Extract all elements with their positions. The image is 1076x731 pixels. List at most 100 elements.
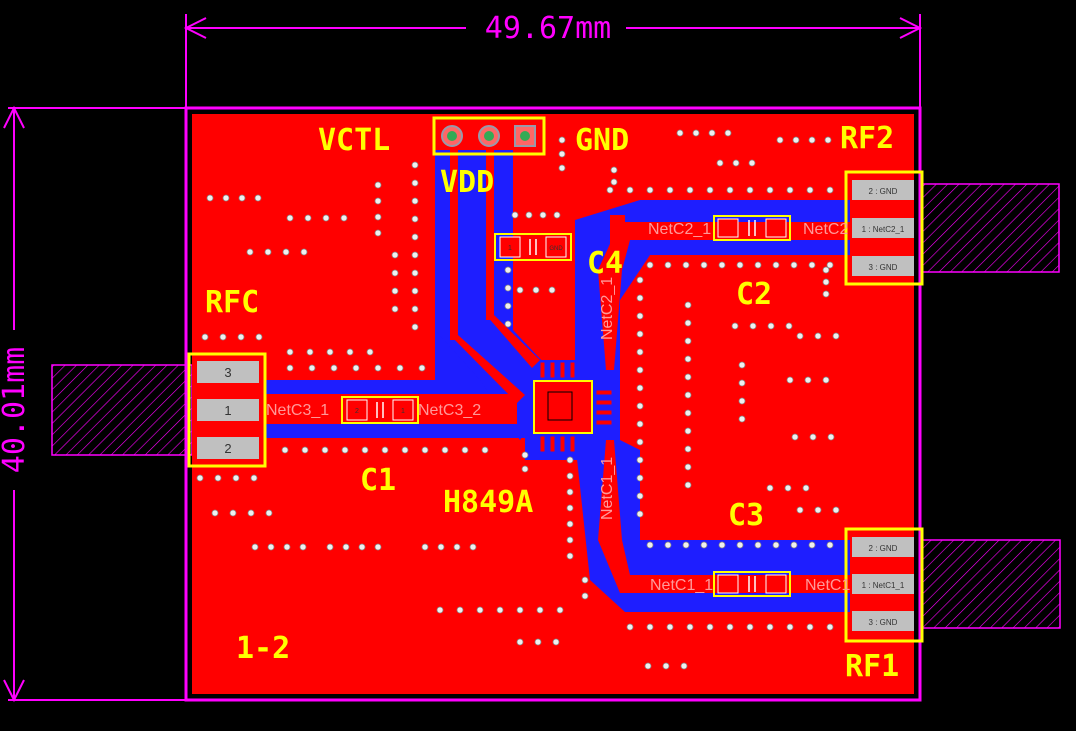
via (247, 509, 255, 517)
via (461, 446, 469, 454)
via (706, 186, 714, 194)
rf1-connector[interactable]: 2 : GND 1 : NetC1_1 3 : GND (844, 527, 924, 643)
via (738, 397, 746, 405)
via (306, 348, 314, 356)
via (469, 543, 477, 551)
via (832, 506, 840, 514)
via (700, 541, 708, 549)
via (636, 366, 644, 374)
via (548, 286, 556, 294)
via (566, 456, 574, 464)
via (504, 320, 512, 328)
rf2-pad-2: 2 : GND (869, 187, 898, 196)
via (521, 451, 529, 459)
via (553, 211, 561, 219)
via (381, 446, 389, 454)
via (496, 606, 504, 614)
via (700, 261, 708, 269)
via (791, 433, 799, 441)
via (286, 364, 294, 372)
via (437, 543, 445, 551)
via (281, 446, 289, 454)
cap-c1[interactable]: 2 1 (341, 396, 419, 424)
via (731, 322, 739, 330)
cap-c3[interactable] (713, 571, 791, 597)
ic-h849a[interactable] (533, 361, 613, 453)
via (391, 305, 399, 313)
via (736, 261, 744, 269)
via (822, 266, 830, 274)
rf1-connector-outline (919, 539, 1061, 629)
via (748, 159, 756, 167)
via (321, 446, 329, 454)
via (636, 420, 644, 428)
via (718, 261, 726, 269)
rf2-connector[interactable]: 2 : GND 1 : NetC2_1 3 : GND (844, 170, 924, 286)
silk-rf1: RF1 (845, 649, 899, 684)
via (686, 623, 694, 631)
via (283, 543, 291, 551)
via (754, 261, 762, 269)
via (232, 474, 240, 482)
via (832, 332, 840, 340)
via (796, 506, 804, 514)
silk-vdd: VDD (440, 165, 494, 200)
via (558, 150, 566, 158)
net-label-c1-2: NetC1 (805, 577, 850, 594)
via (684, 391, 692, 399)
via (358, 543, 366, 551)
via (361, 446, 369, 454)
via (536, 606, 544, 614)
c4-pad-right: GND (549, 246, 563, 252)
via (682, 261, 690, 269)
via (786, 623, 794, 631)
via (610, 166, 618, 174)
via (636, 402, 644, 410)
via (808, 261, 816, 269)
via (391, 287, 399, 295)
via (581, 576, 589, 584)
via (504, 284, 512, 292)
via (824, 136, 832, 144)
via (646, 261, 654, 269)
via (772, 261, 780, 269)
via (772, 541, 780, 549)
via (411, 197, 419, 205)
rfc-connector[interactable]: 3 1 2 (187, 352, 267, 468)
via (411, 269, 419, 277)
via (708, 129, 716, 137)
via (255, 333, 263, 341)
via (684, 445, 692, 453)
via (684, 427, 692, 435)
cap-c2[interactable] (713, 215, 791, 241)
via (684, 301, 692, 309)
height-dimension: 40.01mm (0, 105, 186, 703)
via (809, 433, 817, 441)
cap-c4[interactable]: 1 GND (494, 233, 572, 261)
width-dimension: 49.67mm (183, 11, 923, 108)
via (299, 543, 307, 551)
via (646, 541, 654, 549)
via (374, 197, 382, 205)
via (636, 492, 644, 500)
via (814, 332, 822, 340)
via (516, 286, 524, 294)
via (581, 592, 589, 600)
via (476, 606, 484, 614)
header-j1[interactable] (432, 116, 546, 156)
via (610, 178, 618, 186)
rf2-pad-1: 1 : NetC2_1 (862, 225, 905, 234)
via (684, 463, 692, 471)
via (322, 214, 330, 222)
via (411, 323, 419, 331)
net-label-c1-1: NetC1_1 (650, 577, 713, 594)
via (664, 541, 672, 549)
via (684, 319, 692, 327)
rfc-pad-1: 1 (224, 403, 231, 418)
via (558, 136, 566, 144)
c4-pad-left: 1 (508, 245, 512, 252)
via (411, 251, 419, 259)
via (346, 348, 354, 356)
via (766, 623, 774, 631)
